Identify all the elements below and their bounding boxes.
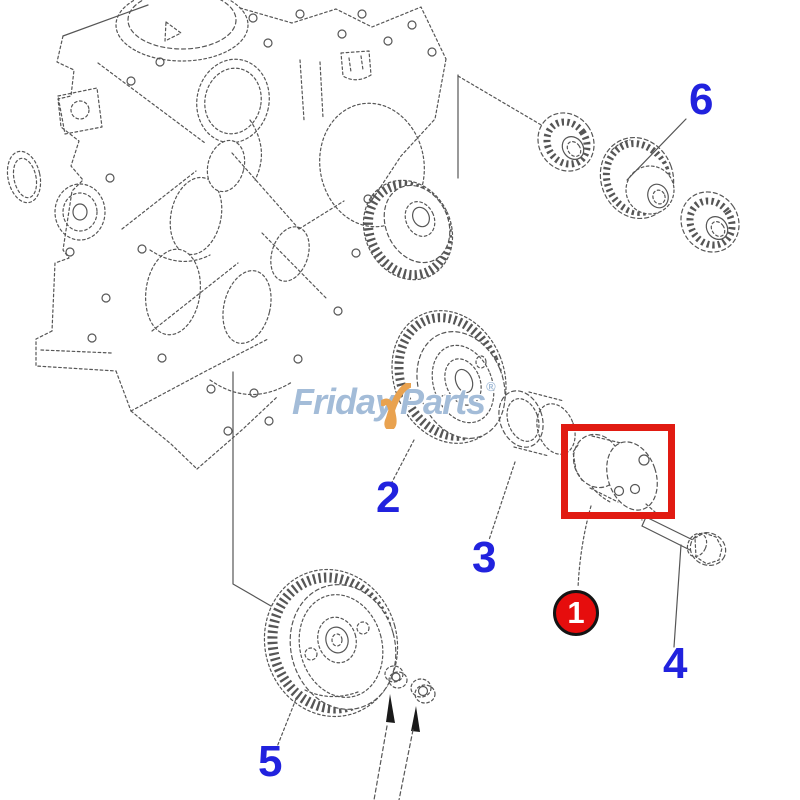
bolt-drawing — [633, 512, 727, 566]
bearing-rear-drawing — [680, 191, 740, 253]
callout-4-label: 4 — [663, 639, 688, 688]
highlight-box — [561, 424, 675, 519]
engine-block-drawing — [35, 0, 447, 470]
registered-mark: ® — [486, 379, 496, 394]
nut-right-drawing — [410, 678, 436, 732]
timing-gear-drawing — [263, 568, 399, 718]
watermark-swoosh-icon — [381, 383, 412, 429]
fan-drive-pulley-drawing — [599, 136, 675, 220]
watermark-second-word: Parts — [400, 381, 486, 422]
connector-lines — [232, 74, 544, 607]
callout-1-badge: 1 — [553, 590, 599, 636]
callout-5-label: 5 — [258, 737, 283, 786]
callout-6-label: 6 — [689, 75, 714, 124]
watermark-first-word: Friday — [292, 381, 395, 422]
bearing-front-drawing — [537, 112, 595, 172]
watermark-logo: Friday Parts ® — [292, 379, 496, 429]
oil-seal-drawing — [6, 150, 42, 204]
nut-left-drawing — [384, 665, 408, 723]
idler-gear-drawing — [362, 179, 454, 281]
bushing-drawing — [498, 390, 576, 457]
cam-gear-drawing — [391, 310, 507, 444]
callout-3-label: 3 — [472, 533, 497, 582]
callout-2-label: 2 — [376, 473, 401, 522]
callout-1-label: 1 — [567, 595, 585, 630]
